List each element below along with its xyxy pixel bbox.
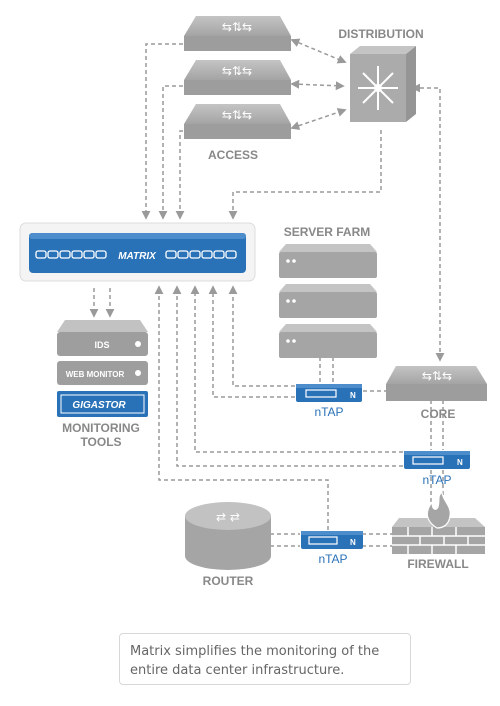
matrix-logo-text: MATRIX: [118, 251, 157, 262]
connection-lines: [89, 38, 445, 547]
svg-text:⇆⇅⇆: ⇆⇅⇆: [222, 20, 252, 34]
matrix-port-group-right: [165, 250, 237, 259]
server-3: [279, 324, 377, 358]
router-device: ⇄ ⇄: [185, 502, 271, 570]
ntap-server: N: [296, 384, 362, 402]
core-switch: ⇆⇅⇆: [386, 366, 487, 401]
ntap-core: N: [404, 451, 470, 469]
router-label: ROUTER: [203, 574, 254, 588]
gigastor-label: GIGASTOR: [72, 400, 126, 411]
ntap-server-label: nTAP: [314, 405, 343, 419]
ntap-core-label: nTAP: [422, 473, 451, 487]
distribution-label: DISTRIBUTION: [338, 27, 423, 41]
ids-power-icon: [135, 341, 141, 347]
caption-line-2: entire data center infrastructure.: [130, 663, 345, 678]
server-farm-label: SERVER FARM: [284, 225, 370, 239]
matrix-device: MATRIX: [19, 222, 256, 282]
core-label: CORE: [421, 407, 456, 421]
caption-box: Matrix simplifies the monitoring of the …: [119, 633, 411, 685]
svg-text:⇆⇅⇆: ⇆⇅⇆: [422, 369, 452, 383]
gigastor-device: GIGASTOR: [57, 391, 148, 417]
ntap-router-label: nTAP: [318, 552, 347, 566]
router-arrows-icon: ⇄ ⇄: [216, 510, 240, 524]
flame-icon: [426, 490, 451, 529]
ids-label: IDS: [94, 340, 109, 350]
svg-text:N: N: [350, 391, 356, 400]
server-1: [279, 244, 377, 278]
ids-device: IDS: [57, 320, 148, 356]
firewall-device: [392, 490, 485, 554]
web-monitor-label: WEB MONITOR: [66, 370, 125, 379]
access-switch-3: ⇆⇅⇆: [184, 104, 291, 139]
svg-text:N: N: [457, 458, 463, 467]
monitoring-tools-label-line2: TOOLS: [80, 435, 121, 449]
firewall-label: FIREWALL: [407, 557, 468, 571]
web-monitor-device: WEB MONITOR: [57, 361, 148, 385]
access-switch-1: ⇆⇅⇆: [184, 16, 291, 51]
server-2: [279, 284, 377, 318]
svg-text:⇆⇅⇆: ⇆⇅⇆: [222, 64, 252, 78]
ntap-router: N: [301, 531, 363, 549]
matrix-port-group-left: [35, 250, 107, 259]
access-label: ACCESS: [208, 148, 258, 162]
monitoring-tools-label-line1: MONITORING: [62, 421, 140, 435]
web-monitor-power-icon: [135, 370, 141, 376]
svg-text:N: N: [350, 538, 356, 547]
svg-text:⇆⇅⇆: ⇆⇅⇆: [222, 108, 252, 122]
caption-line-1: Matrix simplifies the monitoring of the: [130, 644, 380, 659]
distribution-switch: [350, 46, 416, 122]
access-switch-2: ⇆⇅⇆: [184, 60, 291, 95]
